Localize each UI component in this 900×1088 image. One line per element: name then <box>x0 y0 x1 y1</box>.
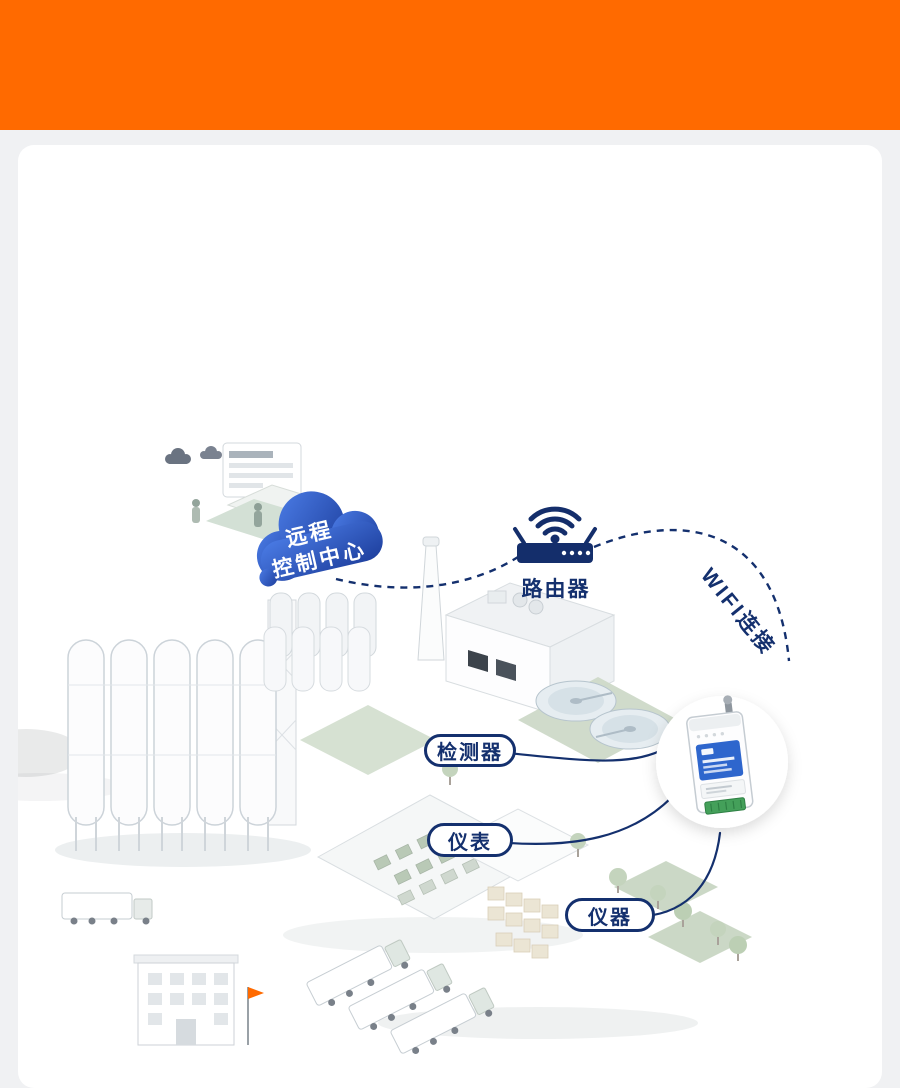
top-banner <box>0 0 900 130</box>
dashed-link-router-device <box>593 528 791 662</box>
silo-cluster <box>67 639 277 851</box>
clarifier-tanks <box>535 680 671 750</box>
dashed-link-cloud-router <box>335 555 519 589</box>
node-label-detector-text: 检测器 <box>437 742 503 764</box>
node-label-meter: 仪表 <box>427 823 513 857</box>
warehouse-boxes <box>487 886 559 959</box>
office-building <box>133 954 264 1046</box>
node-label-meter-text: 仪表 <box>448 831 492 854</box>
wifi-serial-device <box>686 695 754 815</box>
node-label-instrument-text: 仪器 <box>588 906 632 929</box>
device-circle <box>656 695 788 828</box>
router-label: 路由器 <box>521 578 591 601</box>
factory-illustration <box>18 442 752 1054</box>
node-label-instrument: 仪器 <box>565 898 655 932</box>
illustration-card: 远程 控制中心 路由器 WIFI连接 检测器 仪表 仪器 <box>18 145 882 1088</box>
trucks <box>61 892 495 1054</box>
router-icon <box>513 506 597 563</box>
control-center-cloud <box>256 491 383 587</box>
node-label-detector: 检测器 <box>424 734 516 767</box>
